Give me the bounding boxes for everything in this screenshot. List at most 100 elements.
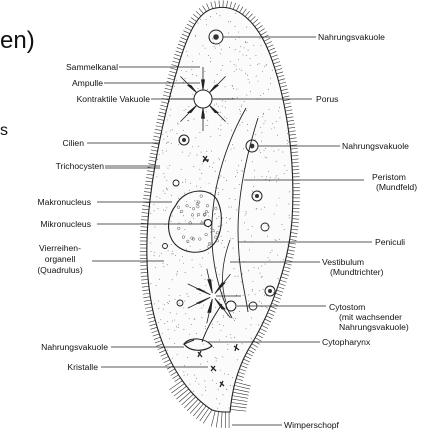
cilium [149,160,156,161]
cilium [148,164,155,165]
cilium [265,319,271,322]
cilium [207,3,210,9]
cilium [262,325,268,328]
label-peristom-1: Peristom [372,172,406,182]
label-cytopharynx: Cytopharynx [322,337,371,347]
cilium [287,120,294,121]
cilium [221,412,222,428]
cilium [175,378,181,382]
cilium [242,362,248,365]
label-cytostom-2: (mit wachsender [339,312,402,322]
cilium [153,136,160,137]
cilium [155,129,162,130]
cilium [183,31,189,34]
cilium [150,153,157,154]
label-vestibulum-1: Vestibulum [322,257,364,267]
cilium [157,119,164,121]
cilium [173,375,179,379]
cilium [255,338,261,341]
cilium [200,408,209,421]
cilium [166,85,173,87]
cilium [272,58,279,60]
label-sammelkanal: Sammelkanal [66,62,118,72]
cilium [280,280,287,282]
cilium [181,37,187,40]
cilium [142,213,149,214]
cilium [176,389,188,399]
cilium [149,157,156,158]
cilium [185,27,191,30]
cilium [145,304,152,305]
label-peristom-2: (Mundfeld) [376,182,417,192]
cilium [148,321,155,323]
cilium [144,195,151,196]
cilium [162,357,168,360]
cilium [191,17,197,21]
cilium [250,16,255,21]
cilium [174,54,181,56]
cilium [282,273,289,275]
cilium [167,366,173,369]
cilium [196,406,206,419]
cilium [276,72,283,74]
cilium [172,383,185,392]
cilium [230,2,232,9]
cilium [289,134,296,135]
cilium [280,86,287,88]
cilium [161,102,168,104]
cilium [199,8,203,13]
cilium [233,3,236,10]
cilium [239,7,243,13]
cilium [286,260,293,262]
cilium [146,178,153,179]
cilium [158,115,165,117]
cilium [288,124,295,125]
cilium [290,138,297,139]
label-cytostom-1: Cytostom [329,302,365,312]
cilium [148,317,155,319]
cilium [287,117,294,118]
label-mikronucleus: Mikronucleus [40,219,91,229]
cilium [182,34,188,37]
label-kontraktile-vakuole: Kontraktile Vakuole [77,94,151,104]
label-vestibulum-2: (Mundtrichter) [330,267,384,277]
cilium [254,341,260,344]
cilium [266,316,272,319]
cilium [169,381,182,390]
cilium [233,392,249,395]
cilium [171,372,177,376]
cilium [168,75,175,77]
cilium [143,297,150,298]
cilium [232,399,248,401]
cilium [153,334,160,336]
label-porus: Porus [316,94,338,104]
cilium [275,68,282,70]
cilium [245,11,249,16]
cilium [259,28,265,32]
cilium [142,290,149,291]
cilium [226,1,227,8]
cilium [203,410,212,423]
cilium [285,110,292,111]
cilium [147,314,154,316]
cilium [262,35,268,38]
cilium [284,103,291,104]
cilium [236,5,239,11]
label-vierreihen-2: organell [45,254,76,264]
cilium [277,75,284,77]
cilium [247,353,253,356]
cilium [284,267,291,269]
label-wimperschopf: Wimperschopf [284,420,340,430]
cilium [145,181,152,182]
cilium [236,379,243,381]
cilium [146,310,153,311]
cilium [168,78,175,80]
cilium [156,122,163,124]
cilium [285,106,292,107]
cilium [145,185,152,186]
cilium [243,359,249,362]
cilium [182,394,194,405]
cilium [173,58,180,60]
cilium [292,222,299,223]
cilium [159,112,166,114]
